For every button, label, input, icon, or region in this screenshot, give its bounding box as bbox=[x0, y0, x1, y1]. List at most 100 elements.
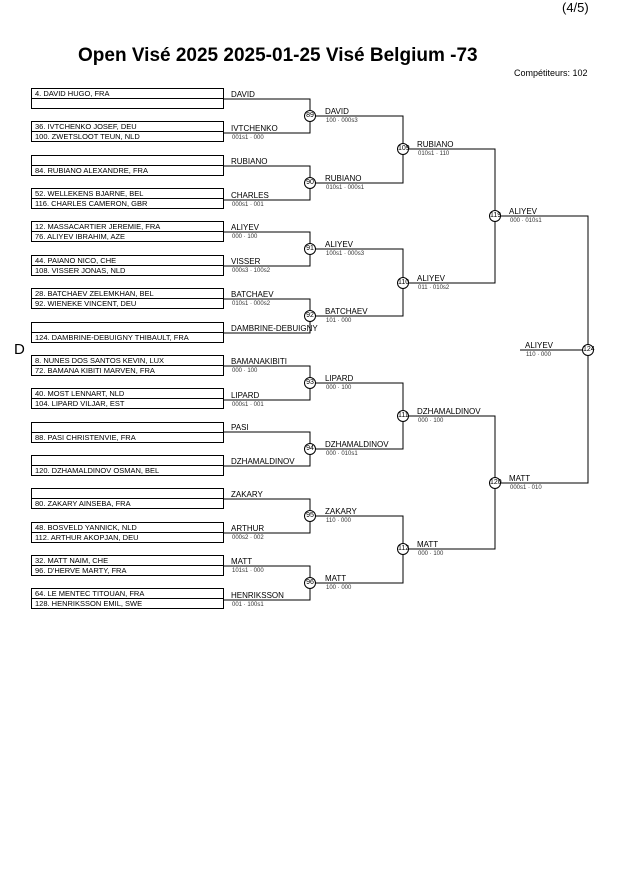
winner-name: LIPARD bbox=[325, 374, 354, 383]
match-score: 100 · 000 bbox=[326, 585, 352, 591]
competitor-name: 28. BATCHAEV ZELEMKHAN, BEL bbox=[35, 289, 154, 299]
winner-name: ZAKARY bbox=[325, 507, 357, 516]
match-score: 000s1 · 001 bbox=[232, 402, 264, 408]
winner-name: MATT bbox=[325, 574, 347, 583]
winner-name: ALIYEV bbox=[325, 240, 354, 249]
match-score: 100s1 · 000s3 bbox=[326, 251, 365, 257]
match-number: 96 bbox=[304, 577, 316, 589]
winner-name: BAMANAKIBITI bbox=[231, 357, 288, 366]
competitor-name: 8. NUNES DOS SANTOS KEVIN, LUX bbox=[35, 355, 165, 365]
competitor-name: 116. CHARLES CAMERON, GBR bbox=[32, 198, 223, 208]
match-number: 111 bbox=[397, 410, 409, 422]
competitor-name: 36. IVTCHENKO JOSEF, DEU bbox=[35, 122, 137, 132]
winner-name: DZHAMALDINOV bbox=[417, 407, 481, 416]
match-score: 000 · 100 bbox=[418, 551, 444, 557]
competitor-name: 48. BOSVELD YANNICK, NLD bbox=[35, 522, 137, 532]
winner-name: DAMBRINE-DEBUIGNY bbox=[231, 324, 318, 333]
match-score: 000 · 100 bbox=[232, 368, 258, 374]
pool-label: D bbox=[14, 341, 25, 358]
competitor-name: 72. BAMANA KIBITI MARVEN, FRA bbox=[32, 364, 223, 375]
match-score: 000 · 100 bbox=[232, 234, 258, 240]
match-number: 124 bbox=[582, 344, 595, 356]
winner-name: DZHAMALDINOV bbox=[231, 457, 295, 466]
match-score: 110 · 000 bbox=[326, 518, 351, 524]
match-number: 91 bbox=[304, 243, 316, 255]
competitor-name: 44. PAIANO NICO, CHE bbox=[35, 255, 117, 265]
winner-name: IVTCHENKO bbox=[231, 124, 278, 133]
competitor-entry: 84. RUBIANO ALEXANDRE, FRA bbox=[31, 154, 224, 176]
match-score: 001 · 100s1 bbox=[232, 602, 264, 608]
winner-name: LIPARD bbox=[231, 391, 260, 400]
match-score: 101 · 000 bbox=[326, 318, 352, 324]
winner-name: MATT bbox=[231, 557, 253, 566]
winner-name: BATCHAEV bbox=[325, 307, 368, 316]
match-score: 101s1 · 000 bbox=[232, 568, 264, 574]
match-score: 000s2 · 002 bbox=[232, 535, 264, 541]
match-score: 001s1 · 000 bbox=[232, 135, 264, 141]
competitor-name bbox=[32, 156, 223, 165]
competitor-name bbox=[32, 423, 223, 432]
match-number: 89 bbox=[304, 110, 316, 122]
winner-name: ARTHUR bbox=[231, 524, 265, 533]
match-score: 010s1 · 000s1 bbox=[326, 185, 365, 191]
page-title: Open Visé 2025 2025-01-25 Visé Belgium -… bbox=[78, 45, 478, 66]
competitor-name bbox=[32, 323, 223, 332]
competitor-name: 124. DAMBRINE-DEBUIGNY THIBAULT, FRA bbox=[32, 331, 223, 342]
competitor-entry: 88. PASI CHRISTENVIE, FRA bbox=[31, 421, 224, 443]
match-score: 000s3 · 100s2 bbox=[232, 268, 271, 274]
match-score: 000s1 · 001 bbox=[232, 202, 264, 208]
winner-name: DAVID bbox=[325, 107, 349, 116]
competitor-entry: 80. ZAKARY AINSEBA, FRA bbox=[31, 488, 224, 510]
winner-name: BATCHAEV bbox=[231, 290, 274, 299]
competitor-name bbox=[32, 489, 223, 498]
match-score: 010s1 · 110 bbox=[418, 151, 450, 157]
competitor-name: 80. ZAKARY AINSEBA, FRA bbox=[32, 498, 223, 508]
winner-name: HENRIKSSON bbox=[231, 591, 284, 600]
winner-name: ALIYEV bbox=[509, 207, 538, 216]
competitor-name: 92. WIENEKE VINCENT, DEU bbox=[32, 298, 223, 308]
competitor-count: Compétiteurs: 102 bbox=[514, 68, 588, 78]
match-number: 109 bbox=[397, 143, 410, 155]
competitor-entry: 4. DAVID HUGO, FRA bbox=[31, 88, 224, 109]
competitor-name bbox=[32, 98, 223, 108]
match-score: 000 · 010s1 bbox=[326, 451, 358, 457]
competitor-name: 52. WELLEKENS BJARNE, BEL bbox=[35, 189, 144, 199]
competitor-entry: 120. DZHAMALDINOV OSMAN, BEL bbox=[31, 454, 224, 476]
match-number: 112 bbox=[397, 543, 409, 555]
match-score: 000 · 010s1 bbox=[510, 218, 542, 224]
winner-name: PASI bbox=[231, 423, 249, 432]
match-score: 000s1 · 010 bbox=[510, 485, 542, 491]
competitor-name: 120. DZHAMALDINOV OSMAN, BEL bbox=[32, 464, 223, 475]
match-number: 95 bbox=[304, 510, 316, 522]
winner-name: ALIYEV bbox=[417, 274, 446, 283]
winner-name: ALIYEV bbox=[231, 223, 260, 232]
match-number: 119 bbox=[489, 210, 501, 222]
competitor-name: 96. D'HERVE MARTY, FRA bbox=[32, 564, 223, 575]
competitor-name: 100. ZWETSLOOT TEUN, NLD bbox=[32, 131, 223, 141]
match-number: 90 bbox=[304, 177, 316, 189]
match-score: 100 · 000s3 bbox=[326, 118, 358, 124]
competitor-name: 4. DAVID HUGO, FRA bbox=[35, 89, 110, 98]
match-score: 000 · 100 bbox=[326, 385, 352, 391]
match-number: 110 bbox=[397, 277, 409, 289]
winner-name: RUBIANO bbox=[231, 157, 268, 166]
competitor-name: 128. HENRIKSSON EMIL, SWE bbox=[32, 598, 223, 608]
winner-name: ZAKARY bbox=[231, 490, 263, 499]
match-score: 000 · 100 bbox=[418, 418, 444, 424]
winner-name: VISSER bbox=[231, 257, 261, 266]
competitor-name: 108. VISSER JONAS, NLD bbox=[32, 264, 223, 275]
winner-name: MATT bbox=[509, 474, 531, 483]
competitor-name: 40. MOST LENNART, NLD bbox=[35, 389, 125, 399]
winner-name: CHARLES bbox=[231, 191, 269, 200]
competitor-name: 76. ALIYEV IBRAHIM, AZE bbox=[32, 231, 223, 241]
match-number: 93 bbox=[304, 377, 316, 389]
winner-name: RUBIANO bbox=[417, 140, 454, 149]
winner-name: MATT bbox=[417, 540, 439, 549]
